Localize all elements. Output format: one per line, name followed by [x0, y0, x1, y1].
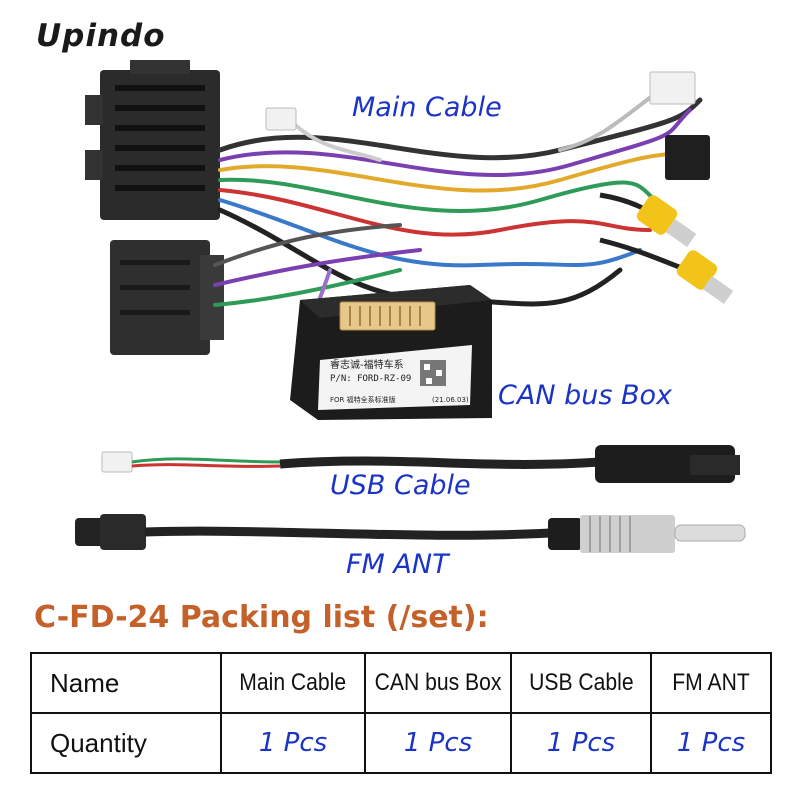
header-main-cable: Main Cable — [239, 669, 347, 696]
qty-usb-cable: 1 Pcs — [510, 712, 653, 774]
can-bus-box: 睿志诚-福特车系 P/N: FORD-RZ-09 FOR 福特全系标准版 (21… — [290, 285, 492, 420]
small-white-connector — [265, 107, 297, 131]
header-fm-ant: FM ANT — [672, 669, 750, 696]
label-main-cable: Main Cable — [352, 92, 502, 123]
packing-list-title: C-FD-24 Packing list (/set): — [34, 600, 489, 635]
brand-logo: Upindo — [36, 18, 166, 54]
header-can-bus-box: CAN bus Box — [374, 669, 502, 696]
box-print-line2: P/N: FORD-RZ-09 — [330, 374, 411, 384]
label-fm-ant: FM ANT — [346, 549, 449, 580]
packing-list-table: Name Main Cable CAN bus Box USB Cable FM… — [30, 652, 772, 774]
label-can-bus-box: CAN bus Box — [498, 380, 673, 411]
qty-can-bus-box: 1 Pcs — [363, 712, 513, 774]
header-name: Name — [30, 652, 222, 714]
qty-fm-ant: 1 Pcs — [650, 712, 772, 774]
row-quantity-label: Quantity — [30, 712, 222, 774]
header-usb-cable: USB Cable — [528, 669, 634, 696]
main-harness-connector — [85, 60, 220, 220]
black-connector-right — [665, 135, 710, 180]
label-usb-cable: USB Cable — [330, 470, 471, 501]
table-header-row: Name Main Cable CAN bus Box USB Cable FM… — [30, 652, 772, 714]
box-print-line4: FOR 福特全系标准版 — [330, 395, 396, 404]
small-white-connector-right — [649, 71, 696, 105]
table-row: Quantity 1 Pcs 1 Pcs 1 Pcs 1 Pcs — [30, 712, 772, 774]
usb-cable-illustration — [101, 445, 740, 483]
header-fm-ant-cell: FM ANT — [650, 652, 772, 714]
box-print-date: (21.06.03) — [432, 396, 469, 404]
qty-main-cable: 1 Pcs — [220, 712, 366, 774]
header-usb-cable-cell: USB Cable — [510, 652, 653, 714]
box-print-line1: 睿志诚-福特车系 — [330, 358, 404, 371]
fm-antenna-illustration — [75, 514, 746, 553]
header-can-bus-box-cell: CAN bus Box — [363, 652, 513, 714]
rca-plugs — [599, 192, 734, 305]
secondary-harness-connector — [110, 240, 224, 355]
product-photo: 睿志诚-福特车系 P/N: FORD-RZ-09 FOR 福特全系标准版 (21… — [75, 60, 746, 553]
header-main-cable-cell: Main Cable — [220, 652, 366, 714]
